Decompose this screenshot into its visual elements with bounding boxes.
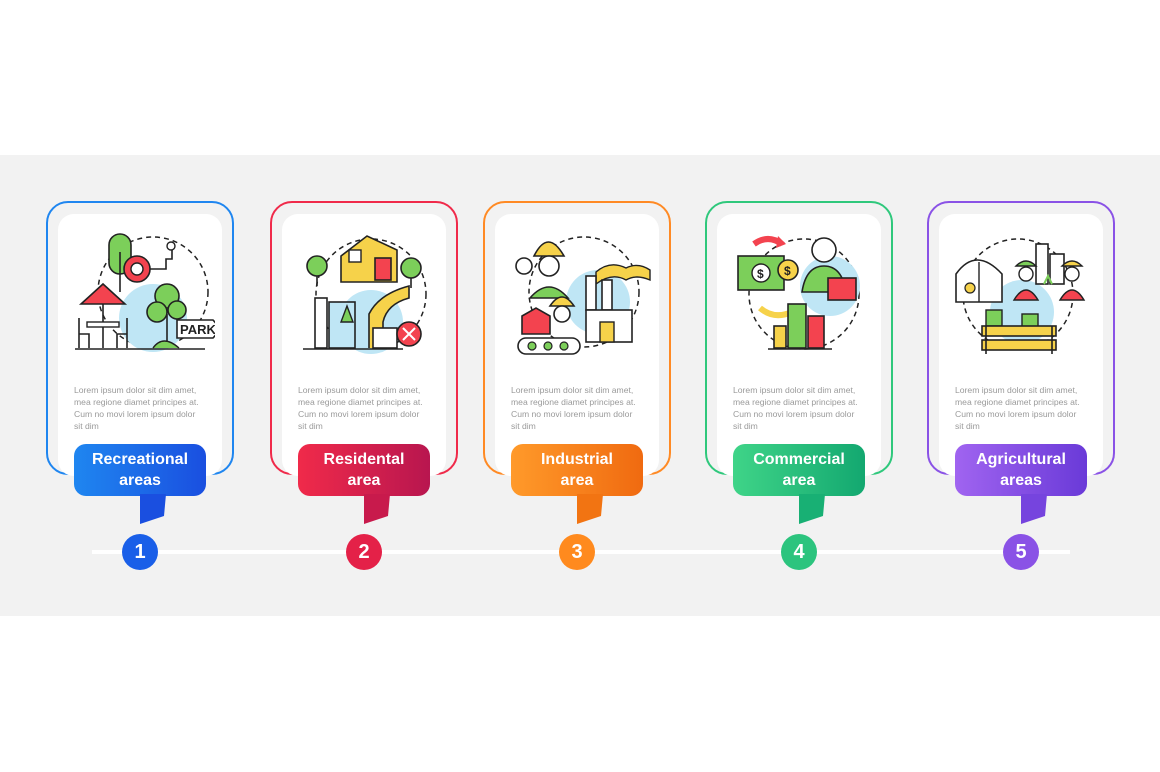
step-title-badge: Agricultural areas — [955, 444, 1087, 496]
step-number-badge: 2 — [346, 534, 382, 570]
badge-tail — [799, 494, 825, 524]
step-title-line: area — [560, 472, 594, 489]
step-number-badge: 3 — [559, 534, 595, 570]
step-industrial: Lorem ipsum dolor sit dim amet, mea regi… — [0, 0, 671, 570]
step-title-line: Residental — [323, 451, 405, 468]
residential-houses-icon — [289, 222, 439, 366]
badge-tail — [364, 494, 390, 524]
step-description: Lorem ipsum dolor sit dim amet, mea regi… — [298, 385, 423, 431]
step-title-line: area — [782, 472, 816, 489]
step-title-line: Agricultural — [976, 451, 1066, 468]
recreational-park-icon: PARK — [65, 222, 215, 366]
step-title-badge: Residental area — [298, 444, 430, 496]
step-agricultural: Lorem ipsum dolor sit dim amet, mea regi… — [0, 0, 1115, 570]
step-title-line: Industrial — [540, 451, 613, 468]
step-description: Lorem ipsum dolor sit dim amet, mea regi… — [511, 385, 636, 431]
step-description: Lorem ipsum dolor sit dim amet, mea regi… — [955, 385, 1080, 431]
step-title-badge: Commercial area — [733, 444, 865, 496]
step-title-badge: Recreational areas — [74, 444, 206, 496]
step-title-line: areas — [1000, 472, 1042, 489]
park-sign-text: PARK — [180, 322, 215, 337]
step-recreational: PARK Lorem ipsum dolor sit dim amet, mea… — [0, 0, 234, 570]
step-number-badge: 1 — [122, 534, 158, 570]
step-description: Lorem ipsum dolor sit dim amet, mea regi… — [74, 385, 199, 431]
step-residential: Lorem ipsum dolor sit dim amet, mea regi… — [0, 0, 458, 570]
step-number-badge: 4 — [781, 534, 817, 570]
step-description: Lorem ipsum dolor sit dim amet, mea regi… — [733, 385, 858, 431]
badge-tail — [140, 494, 166, 524]
badge-tail — [1021, 494, 1047, 524]
step-title-badge: Industrial area — [511, 444, 643, 496]
industrial-factory-icon — [502, 222, 652, 366]
step-title-line: areas — [119, 472, 161, 489]
svg-text:$: $ — [757, 267, 764, 281]
commercial-business-icon: $ $ — [724, 222, 874, 366]
svg-text:$: $ — [784, 264, 791, 278]
step-commercial: $ $ Lorem ipsum dolor sit dim amet, mea … — [0, 0, 893, 570]
agricultural-farm-icon — [946, 222, 1096, 366]
step-number-badge: 5 — [1003, 534, 1039, 570]
step-title-line: area — [347, 472, 381, 489]
badge-tail — [577, 494, 603, 524]
step-title-line: Commercial — [753, 451, 845, 468]
step-title-line: Recreational — [91, 451, 189, 468]
